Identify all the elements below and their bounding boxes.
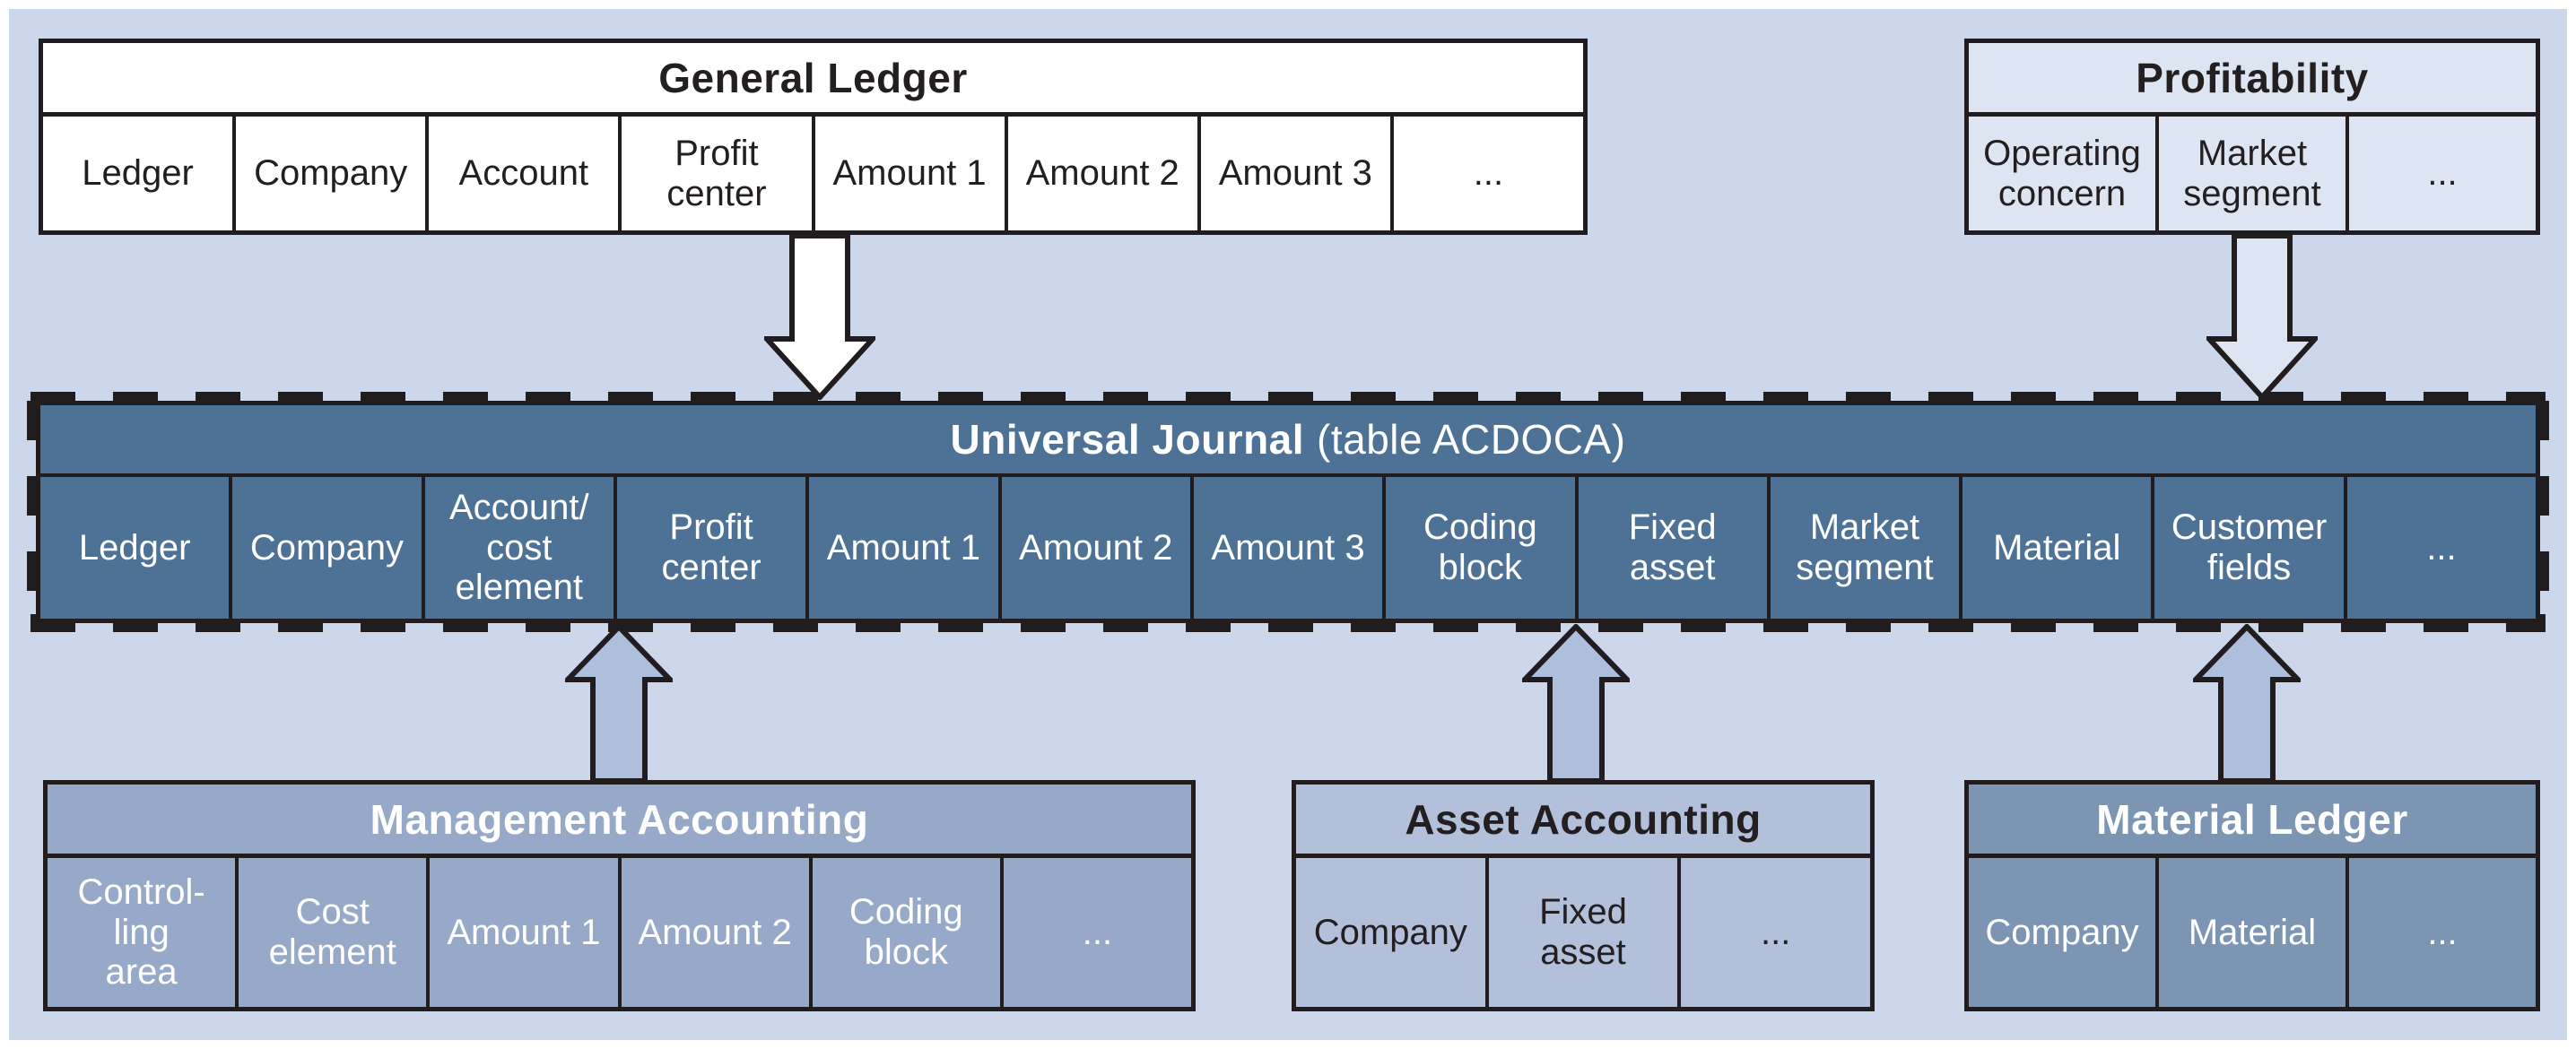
universal-journal-columns: Ledger Company Account/ cost element Pro… [40, 473, 2536, 619]
ml-col-more: ... [2345, 858, 2536, 1007]
down-arrow-profitability-to-universal-journal-icon [2206, 233, 2318, 400]
asset-accounting-title: Asset Accounting [1296, 785, 1870, 858]
ma-col-cost-element: Cost element [235, 858, 426, 1007]
general-ledger-table: General Ledger Ledger Company Account Pr… [39, 39, 1588, 235]
aa-col-fixed-asset: Fixed asset [1484, 858, 1678, 1007]
universal-journal-title-bold: Universal Journal [950, 416, 1305, 463]
general-ledger-title: General Ledger [43, 43, 1583, 117]
down-arrow-general-ledger-to-universal-journal-icon [764, 233, 875, 400]
ma-col-controlling-area: Control- ling area [77, 871, 205, 993]
aa-col-more: ... [1677, 858, 1870, 1007]
gl-col-more: ... [1389, 117, 1583, 230]
material-ledger-table: Material Ledger Company Material ... [1964, 780, 2540, 1011]
universal-journal-table: Universal Journal (table ACDOCA) Ledger … [36, 401, 2540, 623]
up-arrow-material-ledger-to-universal-journal-icon [2193, 624, 2301, 784]
ma-col-coding-block: Coding block [808, 858, 1000, 1007]
management-accounting-columns: Control- ling area Cost element Amount 1… [48, 858, 1191, 1007]
ml-col-material: Material [2155, 858, 2345, 1007]
ml-col-company: Company [1985, 912, 2139, 952]
prof-col-more: ... [2345, 117, 2536, 230]
uj-col-fixed-asset: Fixed asset [1574, 477, 1767, 619]
profitability-table: Profitability Operating concern Market s… [1964, 39, 2540, 235]
gl-col-amount-3: Amount 3 [1197, 117, 1390, 230]
uj-col-amount-3: Amount 3 [1189, 477, 1382, 619]
gl-col-account: Account [425, 117, 618, 230]
gl-col-profit-center: Profit center [618, 117, 811, 230]
up-arrow-asset-accounting-to-universal-journal-icon [1522, 624, 1630, 784]
asset-accounting-table: Asset Accounting Company Fixed asset ... [1292, 780, 1875, 1011]
uj-col-material: Material [1959, 477, 2151, 619]
uj-col-customer-fields: Customer fields [2151, 477, 2343, 619]
gl-col-ledger: Ledger [82, 153, 194, 194]
uj-col-coding-block: Coding block [1382, 477, 1574, 619]
asset-accounting-columns: Company Fixed asset ... [1296, 858, 1870, 1007]
profitability-columns: Operating concern Market segment ... [1969, 117, 2536, 230]
uj-col-market-segment: Market segment [1766, 477, 1959, 619]
profitability-title: Profitability [1969, 43, 2536, 117]
uj-col-profit-center: Profit center [613, 477, 805, 619]
ma-col-amount-1: Amount 1 [426, 858, 617, 1007]
ma-col-amount-2: Amount 2 [617, 858, 809, 1007]
uj-col-account-cost-element: Account/ cost element [421, 477, 614, 619]
management-accounting-title: Management Accounting [48, 785, 1191, 858]
universal-journal-title: Universal Journal (table ACDOCA) [40, 405, 2536, 473]
general-ledger-columns: Ledger Company Account Profit center Amo… [43, 117, 1583, 230]
uj-col-ledger: Ledger [78, 527, 191, 568]
uj-col-amount-2: Amount 2 [997, 477, 1190, 619]
universal-journal-title-suffix: (table ACDOCA) [1317, 416, 1626, 463]
material-ledger-title: Material Ledger [1969, 785, 2536, 858]
uj-col-amount-1: Amount 1 [805, 477, 997, 619]
material-ledger-columns: Company Material ... [1969, 858, 2536, 1007]
gl-col-amount-2: Amount 2 [1004, 117, 1197, 230]
ma-col-more: ... [999, 858, 1191, 1007]
gl-col-company: Company [232, 117, 425, 230]
prof-col-market-segment: Market segment [2155, 117, 2345, 230]
uj-col-company: Company [229, 477, 421, 619]
prof-col-operating-concern: Operating concern [1983, 133, 2141, 213]
management-accounting-table: Management Accounting Control- ling area… [43, 780, 1196, 1011]
gl-col-amount-1: Amount 1 [811, 117, 1005, 230]
up-arrow-management-accounting-to-universal-journal-icon [565, 624, 673, 784]
aa-col-company: Company [1313, 912, 1467, 952]
uj-col-more: ... [2343, 477, 2536, 619]
